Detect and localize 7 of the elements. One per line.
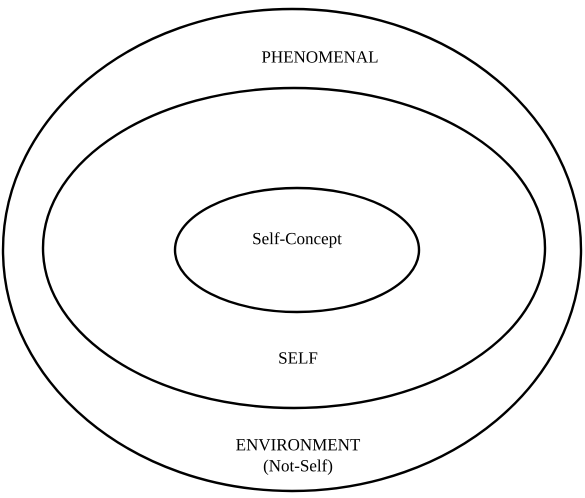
ellipse-label: ENVIRONMENT (Not-Self) (236, 439, 360, 475)
ellipse-label: PHENOMENAL (262, 51, 378, 63)
ellipse (174, 186, 420, 314)
ellipse (2, 8, 582, 492)
ellipse (42, 86, 546, 410)
ellipse-label: SELF (279, 352, 318, 364)
ellipse-label: Self-Concept (253, 232, 342, 248)
